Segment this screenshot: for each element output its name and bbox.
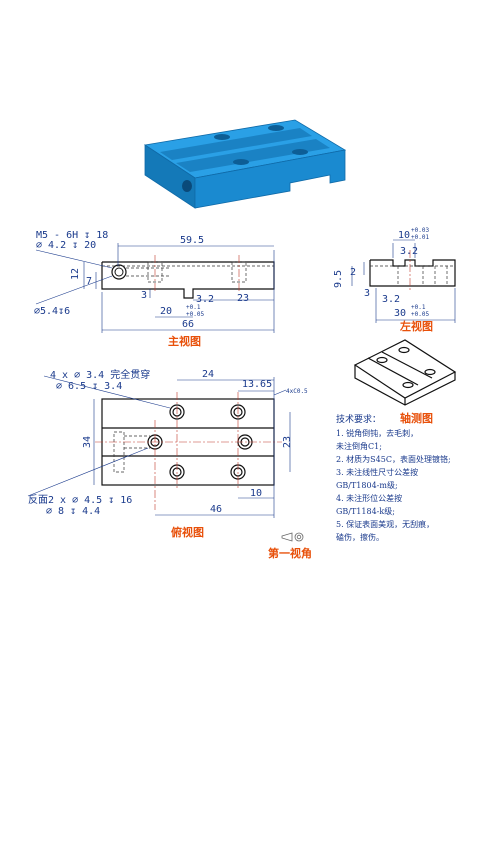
tech-notes-heading: 技术要求： — [336, 413, 381, 425]
tech-note-line: 未注倒角C1; — [336, 441, 382, 451]
front-view-title: 主视图 — [168, 334, 201, 348]
left-tol-30-lower: +0.05 — [411, 311, 429, 318]
tech-note-line: 3. 未注线性尺寸公差按 — [336, 467, 418, 477]
dim-66: 66 — [182, 319, 194, 330]
axonometric-title: 轴测图 — [400, 411, 433, 425]
tech-note-line: GB/T1184-k级; — [336, 506, 395, 516]
tech-note-line: 2. 材质为S45C，表面处理镀铬; — [336, 454, 451, 464]
counterbore-callout: ⌀5.4↧6 — [34, 306, 70, 317]
left-dim-3: 3 — [364, 288, 370, 299]
dim-23: 23 — [237, 293, 249, 304]
left-dim-2: 2 — [350, 267, 356, 278]
top-dim-13-65: 13.65 — [242, 379, 272, 390]
left-dim-10: 10 — [398, 230, 410, 241]
tech-note-line: 5. 保证表面美观，无刮痕， — [336, 519, 434, 529]
top-dim-46: 46 — [210, 504, 222, 515]
top-dim-34: 34 — [82, 436, 93, 448]
first-angle-projection-icon — [281, 532, 304, 542]
top-cbore-callout: ⌀ 6.5 ↧ 3.4 — [56, 381, 122, 392]
tech-note-line: 磕伤，擦伤。 — [336, 532, 384, 542]
left-view — [351, 239, 456, 323]
part-3d-render — [143, 119, 347, 209]
left-tol-10-upper: +0.03 — [411, 227, 429, 234]
dim-3-2: 3.2 — [196, 294, 214, 305]
dim-3: 3 — [141, 290, 147, 301]
left-dim-9-5: 9.5 — [333, 270, 344, 288]
projection-label: 第一视角 — [268, 546, 312, 560]
tech-note-line: 1. 锐角倒钝，去毛刺， — [336, 428, 418, 438]
drill-callout: ⌀ 4.2 ↧ 20 — [36, 240, 96, 251]
dim-12: 12 — [70, 268, 81, 280]
tol-20-lower: +0.05 — [186, 311, 204, 318]
top-dim-10: 10 — [250, 488, 262, 499]
axonometric-view — [353, 339, 457, 406]
dim-20: 20 — [160, 306, 172, 317]
top-view-title: 俯视图 — [171, 525, 204, 539]
top-dim-24: 24 — [202, 369, 214, 380]
left-dim-30: 30 — [394, 308, 406, 319]
tech-notes: 技术要求： 1. 锐角倒钝，去毛刺， 未注倒角C1; 2. 材质为S45C，表面… — [336, 413, 451, 542]
top-dim-23: 23 — [282, 436, 293, 448]
top-back-cbore-callout: ⌀ 8 ↧ 4.4 — [46, 506, 100, 517]
tech-note-line: 4. 未注形位公差按 — [336, 493, 402, 503]
thread-callout: M5 - 6H ↧ 18 — [36, 230, 108, 241]
left-dim-3-2-top: 3.2 — [400, 246, 418, 257]
left-tol-10-lower: +0.01 — [411, 234, 429, 241]
top-holes-callout: 4 x ⌀ 3.4 完全贯穿 — [50, 368, 150, 381]
left-dim-3-2-bottom: 3.2 — [382, 294, 400, 305]
left-tol-30-upper: +0.1 — [411, 304, 426, 311]
left-view-title: 左视图 — [399, 319, 433, 333]
top-back-holes-callout: 反面2 x ⌀ 4.5 ↧ 16 — [28, 494, 132, 506]
dim-59-5: 59.5 — [180, 235, 204, 246]
front-view — [35, 243, 275, 333]
top-chamfer: 4xC0.5 — [286, 388, 308, 395]
dim-7: 7 — [86, 276, 92, 287]
tech-note-line: GB/T1804-m级; — [336, 480, 398, 490]
top-view — [27, 375, 291, 518]
tol-20-upper: +0.1 — [186, 304, 201, 311]
